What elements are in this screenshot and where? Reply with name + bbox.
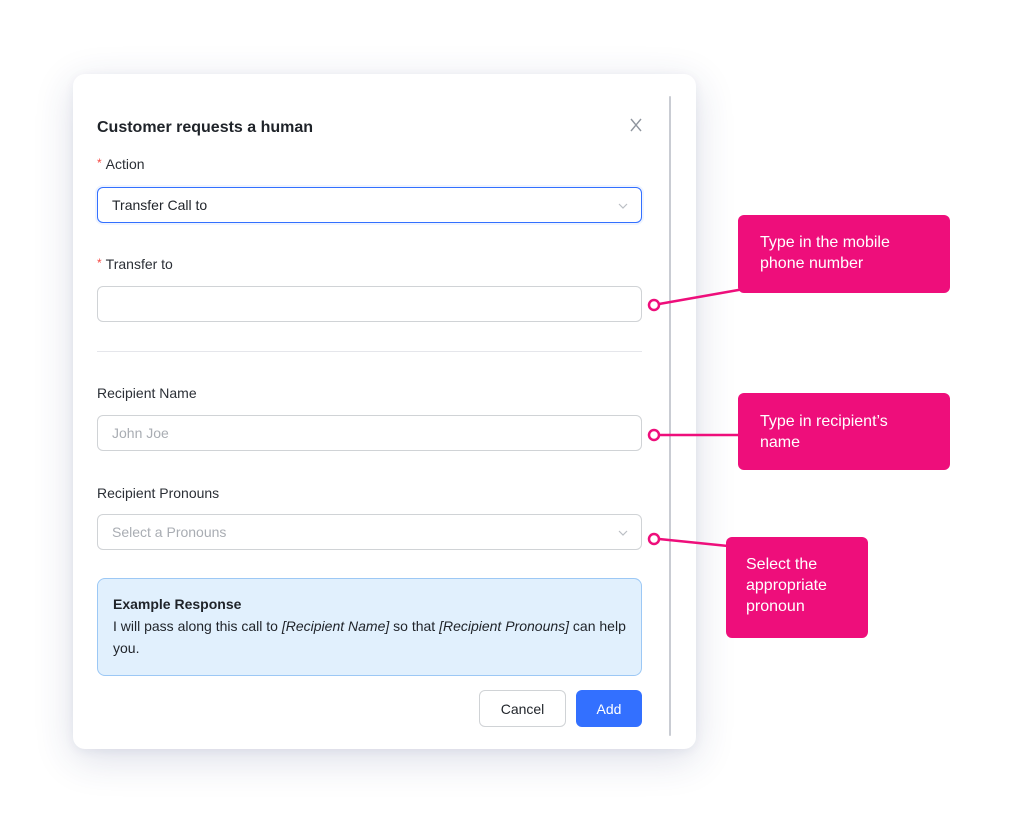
add-button[interactable]: Add [576,690,642,727]
scrollbar[interactable] [669,96,671,736]
transfer-to-label: *Transfer to [97,256,173,272]
recipient-pronouns-placeholder: Select a Pronouns [112,524,227,540]
callout-name: Type in recipient’s name [738,393,950,470]
action-select-value: Transfer Call to [112,197,208,213]
callout-phone: Type in the mobile phone number [738,215,950,293]
transfer-to-input[interactable] [97,286,642,322]
action-label: *Action [97,156,145,172]
variable-recipient-name: [Recipient Name] [281,618,390,634]
recipient-pronouns-label: Recipient Pronouns [97,485,220,501]
example-response-title: Example Response [113,596,242,612]
example-response-text: I will pass along this call to [Recipien… [113,618,626,656]
action-select[interactable]: Transfer Call to [97,187,642,223]
recipient-name-label: Recipient Name [97,385,197,401]
divider [97,351,642,352]
recipient-name-placeholder: John Joe [112,425,169,441]
close-icon[interactable] [626,115,646,135]
chevron-down-icon [618,203,628,209]
recipient-name-input[interactable]: John Joe [97,415,642,451]
required-marker: * [97,256,102,270]
callout-pronoun: Select the appropriate pronoun [726,537,868,638]
cancel-button[interactable]: Cancel [479,690,566,727]
example-response-box: Example Response I will pass along this … [97,578,642,676]
variable-recipient-pronouns: [Recipient Pronouns] [439,618,570,634]
required-marker: * [97,156,102,170]
recipient-pronouns-select[interactable]: Select a Pronouns [97,514,642,550]
dialog-title: Customer requests a human [97,119,314,136]
chevron-down-icon [618,530,628,536]
